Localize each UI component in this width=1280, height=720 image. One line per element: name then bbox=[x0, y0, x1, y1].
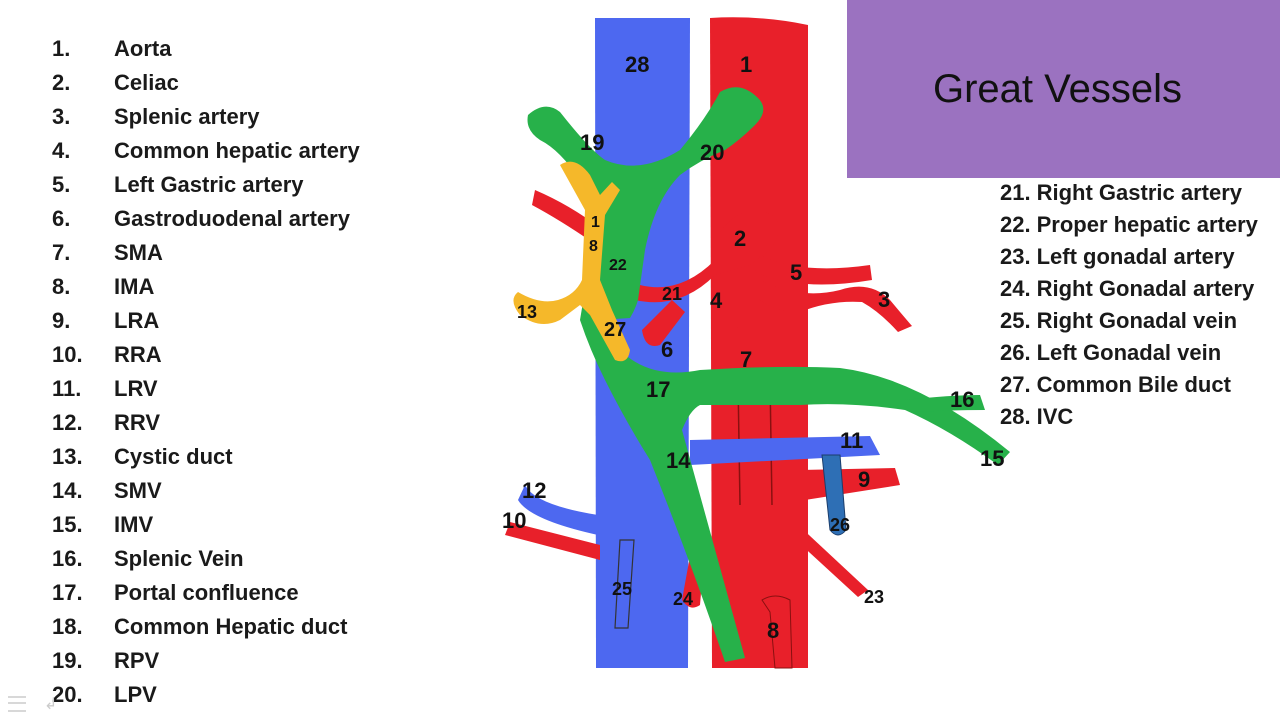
legend-item: 5.Left Gastric artery bbox=[52, 172, 304, 197]
lrv bbox=[690, 436, 880, 465]
left-gonadal-artery bbox=[785, 522, 868, 597]
legend-item: 26.Left Gonadal vein bbox=[1000, 340, 1222, 365]
label-24: 24 bbox=[673, 589, 693, 609]
label-22: 22 bbox=[609, 257, 627, 274]
slide-notes-icon[interactable] bbox=[8, 696, 26, 712]
legend-item: 15.IMV bbox=[52, 512, 154, 537]
label-2: 2 bbox=[734, 226, 746, 251]
label-6: 6 bbox=[661, 337, 673, 362]
label-12: 12 bbox=[522, 478, 546, 503]
label-18b: 8 bbox=[589, 238, 598, 255]
label-11: 11 bbox=[840, 428, 863, 453]
legend-item: 10.RRA bbox=[52, 342, 162, 367]
label-9: 9 bbox=[858, 467, 870, 492]
celiac-trunk bbox=[712, 211, 779, 275]
label-14: 14 bbox=[666, 448, 691, 473]
label-21: 21 bbox=[662, 284, 682, 304]
rrv bbox=[518, 485, 598, 535]
label-13: 13 bbox=[517, 302, 537, 322]
legend-item: 7.SMA bbox=[52, 240, 163, 265]
legend-item: 24.Right Gonadal artery bbox=[1000, 276, 1255, 301]
left-gastric-artery bbox=[755, 255, 872, 285]
legend-item: 13.Cystic duct bbox=[52, 444, 233, 469]
legend-item: 2.Celiac bbox=[52, 70, 179, 95]
legend-item: 18.Common Hepatic duct bbox=[52, 614, 348, 639]
legend-item: 6.Gastroduodenal artery bbox=[52, 206, 350, 231]
portal-hepatic-veins bbox=[527, 87, 764, 320]
label-16: 16 bbox=[950, 387, 974, 412]
left-gonadal-vein bbox=[821, 454, 847, 536]
legend-item: 19.RPV bbox=[52, 648, 160, 673]
slide-title: Great Vessels bbox=[933, 66, 1183, 111]
legend-item: 22.Proper hepatic artery bbox=[1000, 212, 1258, 237]
legend-item: 8.IMA bbox=[52, 274, 155, 299]
rra bbox=[505, 522, 600, 560]
back-arrow-icon[interactable]: ↲ bbox=[44, 696, 58, 713]
sma bbox=[735, 325, 770, 380]
label-18a: 1 bbox=[591, 214, 600, 231]
legend-left: 1.Aorta 2.Celiac 3.Splenic artery 4.Comm… bbox=[52, 32, 360, 712]
portal-confluence bbox=[580, 290, 1010, 662]
splenic-vein-branch bbox=[905, 395, 985, 412]
label-20: 20 bbox=[700, 140, 724, 165]
label-26: 26 bbox=[830, 515, 850, 535]
common-hepatic-duct bbox=[513, 161, 630, 362]
label-7: 7 bbox=[740, 347, 752, 372]
legend-item: 27.Common Bile duct bbox=[1000, 372, 1231, 397]
legend-item: 4.Common hepatic artery bbox=[52, 138, 360, 163]
legend-item: 14.SMV bbox=[52, 478, 162, 503]
label-27: 27 bbox=[604, 319, 626, 341]
legend-item: 23.Left gonadal artery bbox=[1000, 244, 1235, 269]
label-4: 4 bbox=[710, 288, 723, 313]
legend-item: 11.LRV bbox=[52, 376, 158, 401]
label-10: 10 bbox=[502, 508, 526, 533]
label-3: 3 bbox=[878, 287, 890, 312]
title-box: Great Vessels bbox=[847, 0, 1280, 178]
label-17: 17 bbox=[646, 377, 670, 402]
label-8: 8 bbox=[767, 618, 779, 643]
legend-right: 21.Right Gastric artery 22.Proper hepati… bbox=[1000, 177, 1258, 433]
legend-item: 17.Portal confluence bbox=[52, 580, 299, 605]
right-gastric-artery bbox=[532, 190, 600, 242]
legend-item: 21.Right Gastric artery bbox=[1000, 180, 1242, 205]
label-5: 5 bbox=[790, 260, 802, 285]
legend-item: 25.Right Gonadal vein bbox=[1000, 308, 1238, 333]
label-25: 25 bbox=[612, 579, 632, 599]
label-23: 23 bbox=[864, 587, 884, 607]
right-gonadal-vein bbox=[614, 539, 635, 629]
lra bbox=[800, 468, 900, 500]
legend-item: 28.IVC bbox=[1000, 404, 1074, 429]
legend-item: 16.Splenic Vein bbox=[52, 546, 244, 571]
legend-item: 12.RRV bbox=[52, 410, 161, 435]
label-28: 28 bbox=[625, 52, 649, 77]
gastroduodenal-artery bbox=[642, 300, 685, 346]
legend-item: 1.Aorta bbox=[52, 36, 172, 61]
legend-item: 9.LRA bbox=[52, 308, 160, 333]
label-1: 1 bbox=[740, 52, 752, 77]
ima bbox=[761, 595, 793, 669]
splenic-artery bbox=[755, 280, 912, 332]
label-19: 19 bbox=[580, 130, 604, 155]
legend-item: 20.LPV bbox=[52, 682, 157, 707]
label-15: 15 bbox=[980, 446, 1004, 471]
legend-item: 3.Splenic artery bbox=[52, 104, 260, 129]
